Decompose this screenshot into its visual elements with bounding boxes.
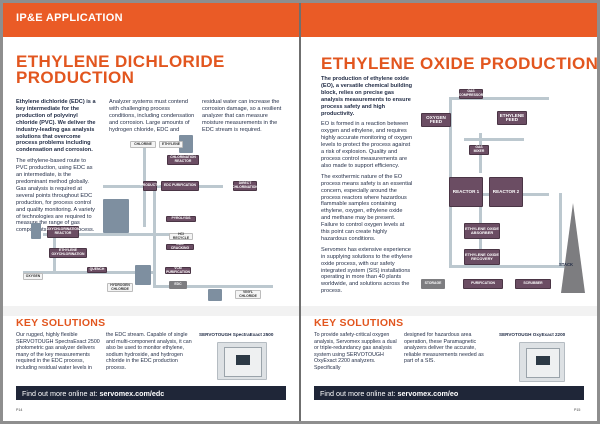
chlorination-reactor-node: CHLORINATION REACTOR	[167, 155, 199, 165]
vcm-purification-node: VCM PURIFICATION	[165, 265, 191, 274]
oxychlorination-reactor-node: OXYCHLORINATION REACTOR	[47, 226, 79, 238]
hcl-recycle-node: HCl RECYCLE	[169, 232, 193, 240]
direct-chlorination-node: DIRECT CHLORINATION	[232, 181, 258, 191]
eo-process-diagram: GAS COMPRESSOR OXYGEN FEED ETHYLENE FEED…	[419, 83, 594, 298]
reactor-1-node: REACTOR 1	[449, 177, 483, 207]
key-solutions-text-2: the EDC stream. Capable of single and mu…	[106, 332, 192, 371]
find-out-more-prefix: Find out more online at:	[320, 389, 398, 398]
purification-node: PURIFICATION	[463, 279, 503, 289]
spread-gutter	[299, 3, 301, 421]
key-solutions-text-2: designed for hazardous area operation, t…	[404, 332, 484, 365]
key-solutions-text-1: Our rugged, highly flexible SERVOTOUGH S…	[16, 332, 100, 371]
edc-cracking-node: EDC CRACKING	[166, 242, 194, 250]
edc-process-diagram: CHLORINE ETHYLENE CHLORINATION REACTOR E…	[3, 133, 299, 303]
key-solutions-title: KEY SOLUTIONS	[314, 317, 404, 329]
ethylene-oxide-recovery-node: ETHYLENE OXIDE RECOVERY	[464, 249, 500, 265]
find-out-more-link[interactable]: servomex.com/eo	[397, 389, 459, 398]
reactor-2-node: REACTOR 2	[489, 177, 523, 207]
find-out-more-prefix: Find out more online at:	[22, 389, 100, 398]
products-node: PRODUCTS	[140, 181, 160, 191]
column-vessel	[31, 223, 41, 239]
find-out-more-link[interactable]: servomex.com/edc	[99, 389, 165, 398]
tank-vessel	[135, 265, 151, 285]
page-number: P15	[574, 408, 581, 412]
ethylene-node: ETHYLENE	[159, 141, 183, 148]
pipe	[464, 138, 524, 141]
quench-node: QUENCH	[87, 267, 107, 273]
section-header-band	[301, 3, 597, 37]
spectraexact-analyzer-image	[217, 342, 267, 380]
ethylene-feed-node: ETHYLENE FEED	[497, 111, 527, 125]
intro-column: The production of ethylene oxide (EO), a…	[321, 76, 413, 299]
right-page: ETHYLENE OXIDE PRODUCTION The production…	[301, 3, 597, 421]
intro-paragraph: Ethylene dichloride (EDC) is a key inter…	[16, 99, 96, 154]
find-out-more-bar: Find out more online at: servomex.com/eo	[314, 386, 584, 400]
hydrogen-chloride-node: HYDROGEN CHLORIDE	[107, 283, 133, 292]
left-page: IP&E APPLICATION ETHYLENE DICHLORIDE PRO…	[3, 3, 299, 421]
section-header-band: IP&E APPLICATION	[3, 3, 299, 37]
gas-mixer-node: GAS MIXER	[469, 145, 489, 155]
oxyexact-analyzer-image	[519, 342, 565, 382]
edc-purification-node: EDC PURIFICATION	[161, 181, 199, 191]
scrubber-node: SCRUBBER	[515, 279, 551, 289]
pipe	[559, 193, 562, 267]
reactor-vessel	[103, 199, 129, 233]
page-number: P14	[16, 408, 23, 412]
gas-compressor-node: GAS COMPRESSOR	[458, 89, 484, 99]
pipe	[449, 97, 549, 100]
vinyl-chloride-node: VINYL CHLORIDE	[235, 290, 261, 299]
section-header-title: IP&E APPLICATION	[16, 12, 123, 24]
page-title: ETHYLENE DICHLORIDE PRODUCTION	[16, 52, 225, 87]
key-solutions-text-1: To provide safety-critical oxygen analys…	[314, 332, 397, 371]
find-out-more-text: Find out more online at: servomex.com/eo	[320, 389, 458, 398]
chlorine-node: CHLORINE	[130, 141, 156, 148]
body-paragraph: The exothermic nature of the EO process …	[321, 173, 413, 242]
stack-chimney	[561, 203, 585, 293]
key-solutions-title: KEY SOLUTIONS	[16, 317, 106, 329]
ethylene-oxide-absorber-node: ETHYLENE OXIDE ABSORBER	[464, 223, 500, 239]
body-column-2: Analyzer systems must contend with chall…	[109, 99, 197, 138]
storage-node: STORAGE	[421, 279, 445, 289]
pipe	[449, 265, 579, 268]
pipe	[43, 233, 173, 236]
ethylene-oxychlorination-node: ETHYLENE OXYCHLORINATION	[49, 248, 87, 258]
body-paragraph: EO is formed in a reaction between oxyge…	[321, 121, 413, 169]
body-paragraph: residual water can increase the corrosio…	[202, 99, 282, 133]
pipe	[153, 183, 156, 288]
key-solutions-band	[301, 306, 597, 316]
body-column-3: residual water can increase the corrosio…	[202, 99, 290, 138]
find-out-more-text: Find out more online at: servomex.com/ed…	[22, 389, 164, 398]
pipe	[153, 285, 273, 288]
find-out-more-bar: Find out more online at: servomex.com/ed…	[16, 386, 286, 400]
body-paragraph: Servomex has extensive experience in sup…	[321, 246, 413, 295]
edc-node: EDC	[169, 281, 187, 289]
key-solutions-band	[3, 306, 299, 316]
pyrolysis-node: PYROLYSIS	[166, 216, 196, 222]
oxygen-feed-node: OXYGEN FEED	[421, 113, 451, 127]
intro-paragraph: The production of ethylene oxide (EO), a…	[321, 76, 413, 117]
analyzer-display	[236, 355, 250, 365]
stack-label: STACK	[558, 262, 574, 268]
oxygen-node: OXYGEN	[23, 273, 43, 280]
analyzer-display	[536, 356, 550, 365]
storage-tank	[179, 135, 193, 153]
body-paragraph: Analyzer systems must contend with chall…	[109, 99, 195, 133]
product-label: SERVOTOUGH SpectraExact 2500	[199, 332, 274, 337]
tank-vessel	[208, 289, 222, 301]
page-title: ETHYLENE OXIDE PRODUCTION	[321, 54, 597, 73]
product-label: SERVOTOUGH OxyExact 2200	[499, 332, 566, 337]
